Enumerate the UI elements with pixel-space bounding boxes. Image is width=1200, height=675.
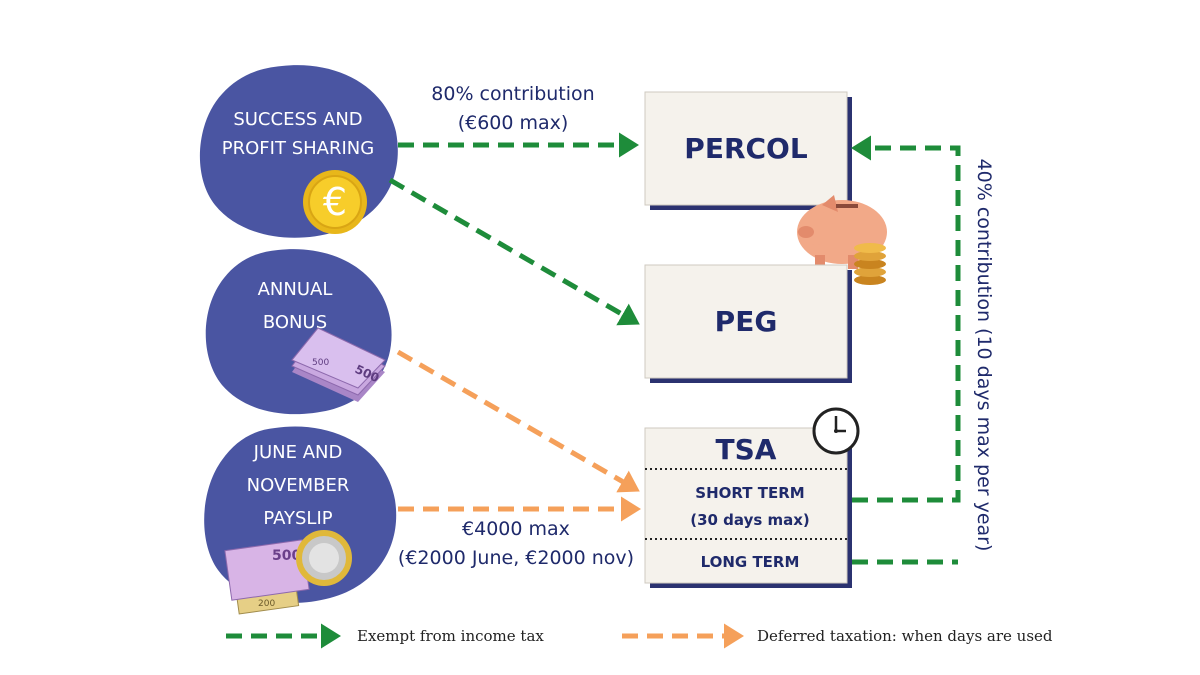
source-annual-bonus: ANNUAL BONUS 500 500 — [205, 249, 392, 415]
target-tsa: TSA SHORT TERM (30 days max) LONG TERM — [644, 427, 852, 588]
legend-deferred-label: Deferred taxation: when days are used — [757, 627, 1053, 645]
banknote-small-label: 500 — [312, 358, 329, 368]
target-percol: PERCOL — [644, 91, 852, 210]
euro-coin-symbol: € — [323, 180, 347, 224]
bonus-label-line1: ANNUAL — [258, 279, 333, 300]
payslip-label-line2: NOVEMBER — [247, 475, 350, 496]
success-label-line2: PROFIT SHARING — [222, 138, 374, 159]
success-label-line1: SUCCESS AND — [233, 109, 362, 130]
payslip-tsa-label-line2: (€2000 June, €2000 nov) — [398, 547, 634, 569]
tsa-percol-vertical-label: 40% contribution (10 days max per year) — [973, 159, 995, 552]
bonus-label-line2: BONUS — [263, 312, 327, 333]
tsa-long-term: LONG TERM — [701, 553, 800, 571]
source-success-profit-sharing: SUCCESS AND PROFIT SHARING € — [199, 65, 398, 238]
percol-box — [644, 91, 848, 206]
peg-title: PEG — [715, 305, 778, 338]
arrow-success-to-peg — [388, 177, 640, 326]
peg-box — [644, 264, 848, 379]
legend-exempt-label: Exempt from income tax — [357, 627, 544, 645]
success-percol-label-line2: (€600 max) — [458, 112, 569, 134]
legend: Exempt from income tax Deferred taxation… — [226, 623, 1053, 649]
percol-title: PERCOL — [684, 132, 808, 165]
euro-coin-icon: € — [303, 170, 367, 234]
tsa-title: TSA — [716, 433, 777, 466]
payslip-tsa-label-line1: €4000 max — [462, 518, 570, 540]
arrow-bonus-to-tsa — [396, 349, 640, 493]
clock-icon — [812, 407, 860, 455]
payslip-label-line1: JUNE AND — [253, 442, 343, 463]
source-payslip: JUNE AND NOVEMBER PAYSLIP 500 200 — [204, 426, 397, 615]
tsa-short-term-line2: (30 days max) — [690, 511, 810, 529]
tsa-short-term-line1: SHORT TERM — [695, 484, 804, 502]
target-peg: PEG — [644, 264, 852, 383]
payslip-label-line3: PAYSLIP — [263, 508, 332, 529]
tsa-box — [644, 427, 848, 584]
banknote-stack-icon: 500 500 — [291, 327, 386, 402]
payslip-banknote-200: 200 — [258, 599, 275, 609]
euro-notes-and-coin-icon: 500 200 — [224, 530, 352, 615]
success-percol-label-line1: 80% contribution — [431, 83, 594, 105]
arrow-tsa-short-to-percol — [851, 135, 961, 503]
payslip-banknote-500: 500 — [272, 548, 301, 564]
piggy-bank-icon — [797, 195, 887, 285]
